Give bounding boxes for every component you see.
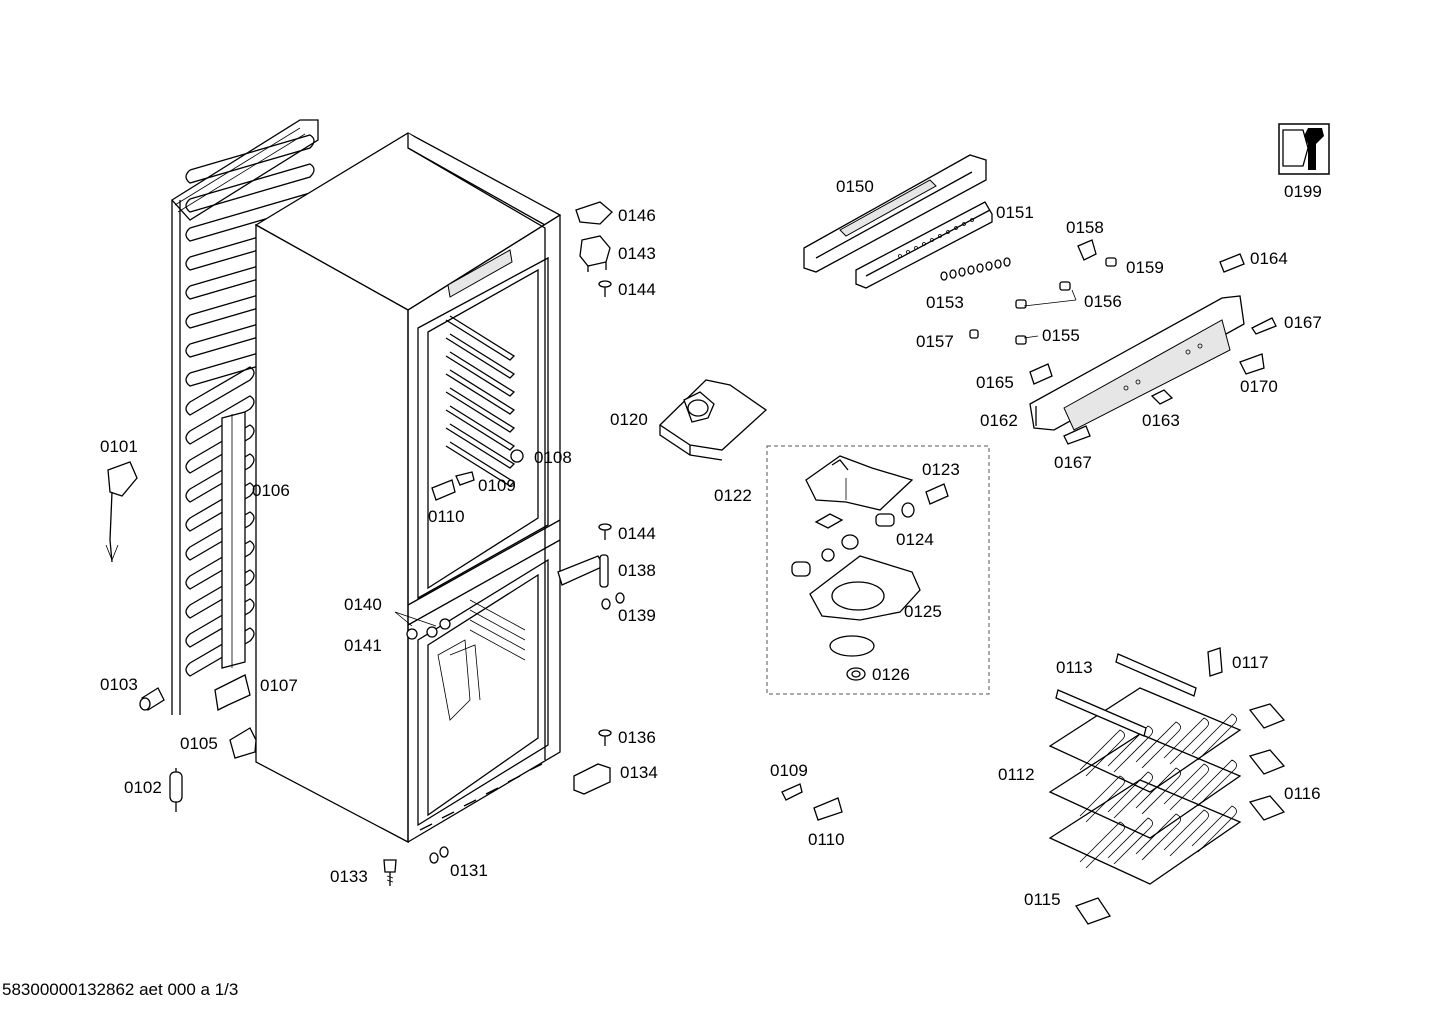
control-panel-frame	[803, 154, 987, 273]
lamp-spare-parts	[781, 783, 843, 821]
part-label-0109: 0109	[770, 761, 808, 780]
lamp-assembly-frame	[766, 445, 990, 695]
part-label-0110: 0110	[428, 507, 465, 526]
upper-hinge-part	[579, 235, 611, 272]
part-label-0126: 0126	[872, 665, 910, 684]
pin-part	[598, 280, 612, 746]
part-label-0167: 0167	[1284, 313, 1322, 332]
part-label-0159: 0159	[1126, 258, 1164, 277]
part-label-0115: 0115	[1024, 890, 1061, 909]
part-label-0120: 0120	[610, 410, 648, 429]
part-label-0156: 0156	[1084, 292, 1122, 311]
wrench-nut-icon	[1278, 123, 1330, 175]
door-bar-part	[1029, 295, 1245, 431]
part-label-0133: 0133	[330, 867, 368, 886]
lower-hinge-part	[573, 763, 611, 795]
part-label-0153: 0153	[926, 293, 964, 312]
part-label-0151: 0151	[996, 203, 1034, 222]
part-label-0163: 0163	[1142, 411, 1180, 430]
wire-shelves	[1048, 687, 1242, 885]
part-label-0105: 0105	[180, 734, 218, 753]
part-label-0124: 0124	[896, 530, 934, 549]
part-label-0125: 0125	[904, 602, 942, 621]
part-label-0199: 0199	[1284, 182, 1322, 201]
part-label-0139: 0139	[618, 606, 656, 625]
part-label-0164: 0164	[1250, 249, 1288, 268]
washer-part	[429, 846, 449, 864]
part-label-0131: 0131	[450, 861, 488, 880]
lamp-cover-part	[431, 449, 524, 501]
part-label-0123: 0123	[922, 460, 960, 479]
part-label-0103: 0103	[100, 675, 138, 694]
lamp-housing-part	[805, 455, 914, 511]
screw-part	[383, 859, 397, 886]
shelf-holder-parts	[1075, 703, 1286, 925]
part-label-0150: 0150	[836, 177, 874, 196]
part-label-0134: 0134	[620, 763, 658, 782]
part-label-0106: 0106	[252, 481, 290, 500]
part-label-0155: 0155	[1042, 326, 1080, 345]
part-label-0112: 0112	[998, 765, 1035, 784]
part-labels: 0101 0106 0103 0107 0105 0102 0133 0131 0140 0141…	[100, 177, 1322, 909]
part-label-0138: 0138	[618, 561, 656, 580]
part-label-0136: 0136	[618, 728, 656, 747]
middle-hinge-part	[557, 554, 609, 588]
part-label-0117: 0117	[1232, 653, 1269, 672]
lamp-socket-part	[791, 483, 949, 577]
part-label-0108: 0108	[534, 448, 572, 467]
part-label-0158: 0158	[1066, 218, 1104, 237]
fan-housing-part	[658, 379, 768, 461]
part-label-0101: 0101	[100, 437, 138, 456]
part-label-0162: 0162	[980, 411, 1018, 430]
button-set	[940, 257, 1011, 281]
bushing-part	[601, 592, 625, 610]
part-label-0141: 0141	[344, 636, 382, 655]
part-label-0165: 0165	[976, 373, 1014, 392]
part-label-0170: 0170	[1240, 377, 1278, 396]
part-label-0116: 0116	[1284, 784, 1321, 803]
bracket-part	[229, 727, 257, 759]
power-cord-icon	[105, 461, 138, 563]
fridge-cabinet	[254, 132, 562, 844]
end-cap-part	[1029, 253, 1277, 445]
part-label-0102: 0102	[124, 778, 162, 797]
lamp-cover-dome	[809, 555, 921, 621]
filter-dryer-part	[169, 768, 183, 812]
part-label-0107: 0107	[260, 676, 298, 695]
control-module	[855, 201, 993, 289]
part-label-0110: 0110	[808, 830, 845, 849]
grommet-part	[394, 611, 451, 640]
part-label-0144: 0144	[618, 524, 656, 543]
part-label-0122: 0122	[714, 486, 752, 505]
part-label-0140: 0140	[344, 595, 382, 614]
part-label-0167: 0167	[1054, 453, 1092, 472]
duct-part	[221, 411, 246, 669]
switch-part	[969, 239, 1117, 345]
hinge-cover-part	[575, 201, 613, 225]
clip-part	[214, 674, 251, 711]
knob-part	[829, 635, 875, 681]
part-label-0157: 0157	[916, 332, 954, 351]
part-label-0144: 0144	[618, 280, 656, 299]
document-code: 58300000132862 aet 000 a 1/3	[2, 980, 239, 999]
part-label-0113: 0113	[1056, 658, 1093, 677]
part-label-0146: 0146	[618, 206, 656, 225]
part-label-0109: 0109	[478, 476, 516, 495]
shelf-rail-part	[1055, 647, 1223, 737]
part-label-0143: 0143	[618, 244, 656, 263]
sleeve-part	[139, 687, 165, 711]
